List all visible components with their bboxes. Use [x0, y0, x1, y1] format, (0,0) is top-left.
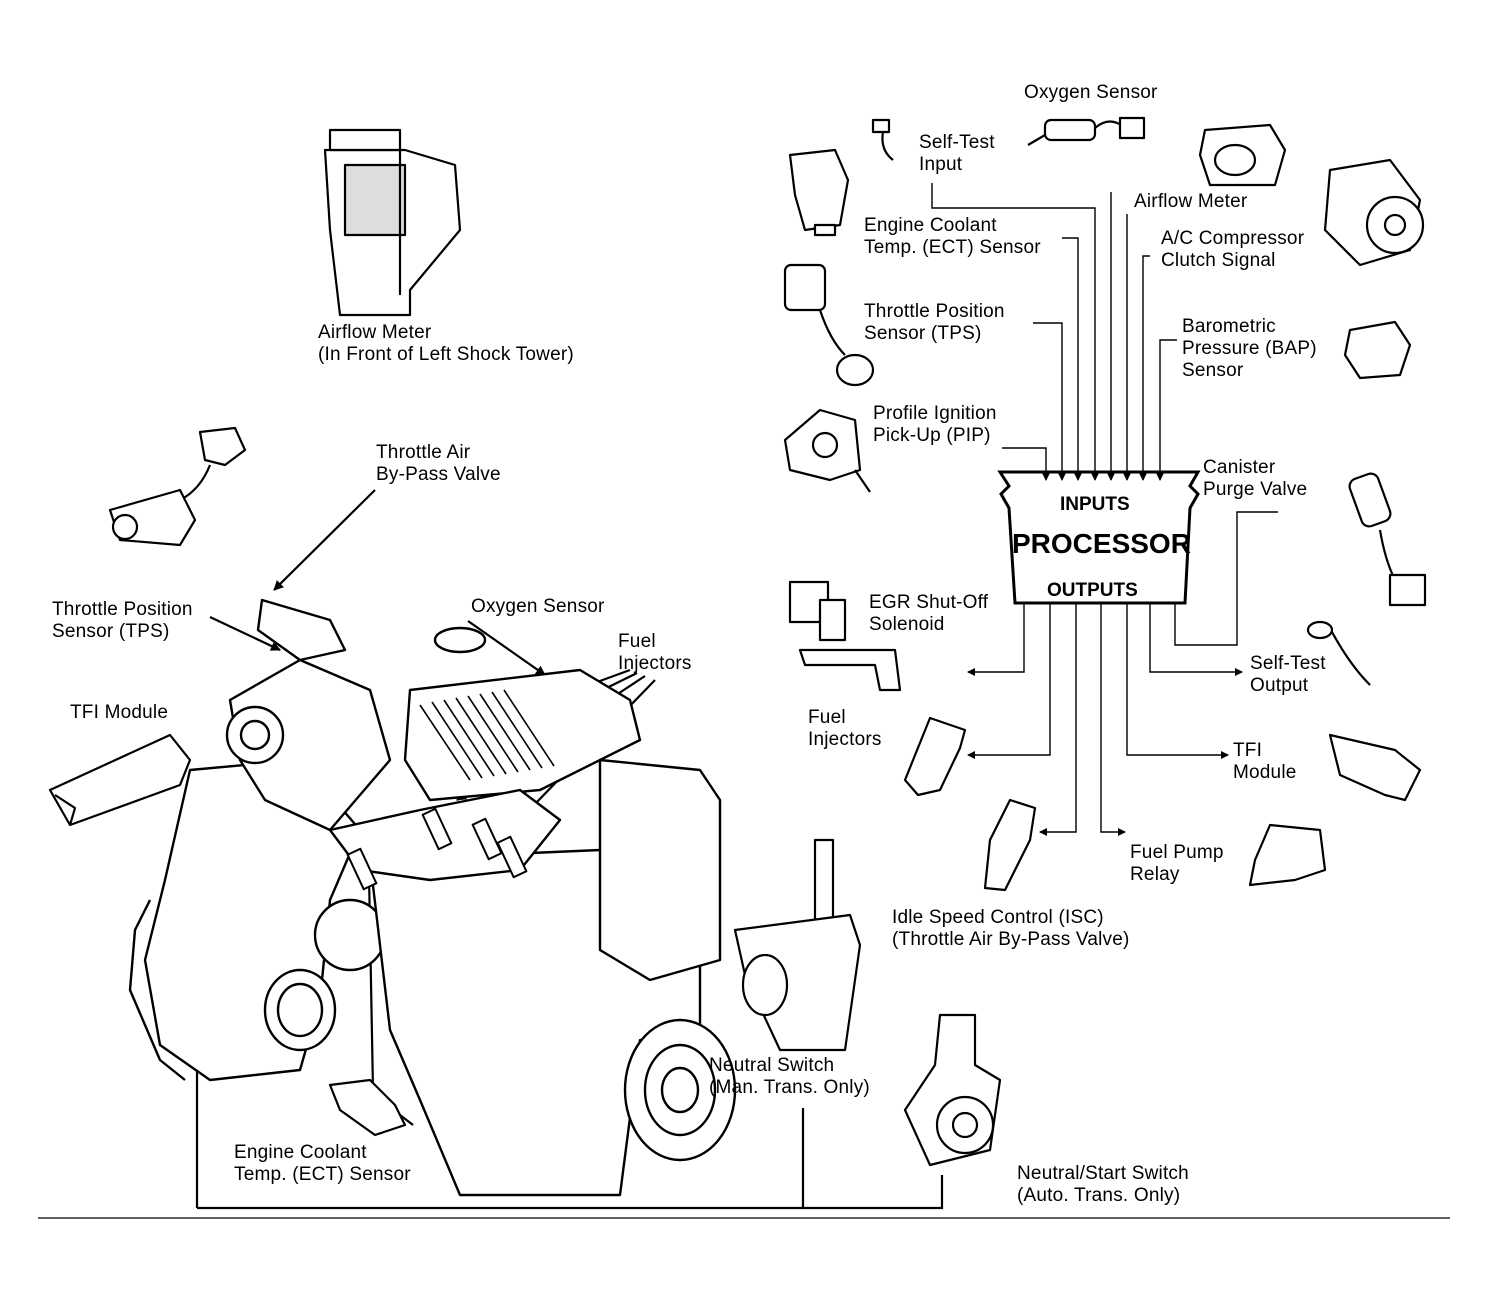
self-test-output-connector-icon	[1306, 620, 1371, 686]
label-oxygen-sensor-engine: Oxygen Sensor	[471, 596, 605, 617]
airflow-meter-icon-input	[1198, 123, 1287, 187]
bap-sensor-icon	[1343, 320, 1412, 380]
tfi-module-icon-output	[1328, 733, 1422, 802]
tps-icon-engine	[108, 426, 247, 547]
label-tfi-module-engine: TFI Module	[70, 702, 169, 723]
processor-inputs-label: INPUTS	[1060, 494, 1130, 515]
ac-compressor-icon	[1323, 158, 1425, 267]
fuel-injector-icon	[903, 716, 967, 797]
ect-sensor-icon-engine	[328, 1078, 414, 1137]
processor-box	[997, 470, 1201, 605]
self-test-input-connector-icon	[871, 118, 894, 161]
ect-sensor-icon-input	[788, 148, 850, 237]
pip-icon	[783, 408, 871, 493]
label-airflow-meter-input: Airflow Meter	[1134, 191, 1248, 212]
airflow-meter-icon	[323, 128, 462, 317]
input-lines	[931, 183, 1177, 481]
egr-solenoid-icon	[788, 580, 902, 692]
processor-outputs-label: OUTPUTS	[1047, 580, 1138, 601]
tps-icon-input	[783, 263, 875, 387]
label-neutral-start-switch: Neutral/Start Switch(Auto. Trans. Only)	[1017, 1163, 1189, 1206]
label-airflow-meter-engine: Airflow Meter(In Front of Left Shock Tow…	[318, 322, 574, 365]
fuel-pump-relay-icon	[1248, 823, 1327, 887]
oxygen-sensor-icon	[1027, 116, 1146, 146]
output-lines	[967, 511, 1278, 836]
canister-purge-valve-icon	[1348, 472, 1427, 607]
neutral-start-switch-icon	[903, 1013, 1002, 1167]
processor-title: PROCESSOR	[1012, 528, 1191, 559]
neutral-switch-icon	[733, 838, 862, 1052]
label-neutral-switch: Neutral Switch(Man. Trans. Only)	[709, 1055, 870, 1098]
isc-valve-icon	[983, 798, 1037, 892]
engine-illustration	[128, 598, 737, 1197]
tfi-module-icon-engine	[48, 733, 192, 827]
label-oxygen-sensor-input: Oxygen Sensor	[1024, 82, 1158, 103]
label-isc: Idle Speed Control (ISC)(Throttle Air By…	[892, 907, 1130, 950]
